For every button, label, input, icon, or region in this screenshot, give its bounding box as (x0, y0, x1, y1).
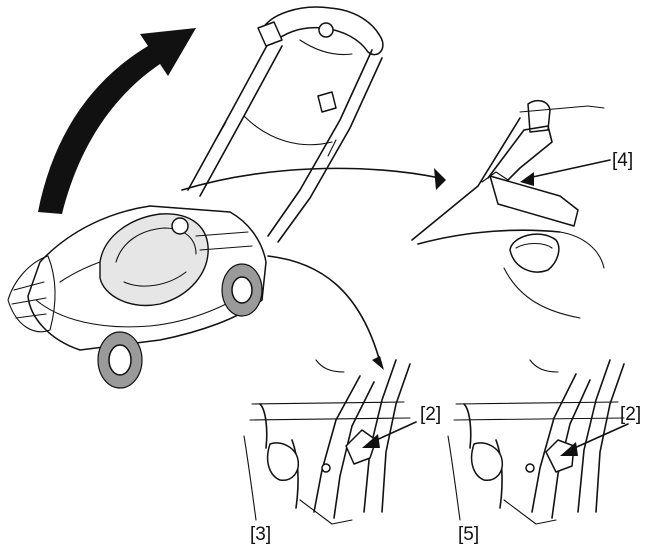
grass-bag (7, 255, 56, 333)
mower-handle (187, 6, 384, 243)
rear-wheel (221, 263, 263, 317)
callout-label-5: [5] (458, 524, 479, 545)
pointer-curve-to-detail-bottom (267, 255, 381, 363)
detail-position-3 (243, 359, 411, 525)
detail-position-5 (447, 359, 625, 525)
leader-line-4 (527, 159, 611, 179)
callout-label-2-right: [2] (620, 404, 641, 425)
pointer-curve-to-detail-top (181, 167, 441, 191)
callout-label-3: [3] (250, 524, 271, 545)
detail-lever-4 (411, 99, 605, 319)
engine-cover (99, 213, 209, 306)
leader-line-2-left (371, 421, 417, 443)
front-wheel (97, 331, 143, 389)
rotation-arrow (38, 28, 196, 214)
callout-label-2-left: [2] (420, 404, 441, 425)
callout-label-4: [4] (612, 150, 633, 171)
leader-line-2-right (569, 423, 629, 451)
lawn-mower-illustration (7, 6, 384, 389)
